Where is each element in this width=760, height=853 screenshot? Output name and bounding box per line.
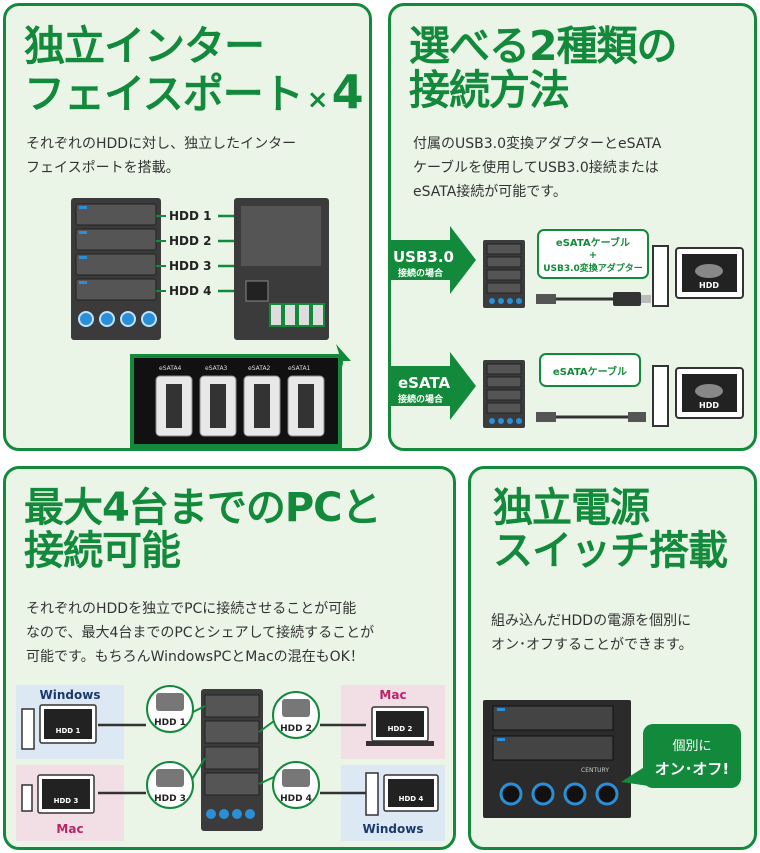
power-buttons <box>78 311 157 327</box>
mac-box-top-label: Mac <box>379 688 406 702</box>
panel2-desc-line2: ケーブルを使用してUSB3.0接続または <box>413 160 659 176</box>
esata-cable-bubble <box>539 353 641 387</box>
hdd-circle-1: HDD 1 <box>146 685 194 733</box>
windows-bottom-screen-label: HDD 4 <box>399 795 424 803</box>
esata-monitor-hdd-label: HDD <box>699 401 719 410</box>
esata-port-label-2: eSATA2 <box>248 365 271 372</box>
mac-pc-bottom: HDD 3 <box>21 774 95 814</box>
panel3-title: 最大4台までのPCと 接続可能 <box>24 485 382 575</box>
panel1-description: それぞれのHDDに対し、独立したインター フェイスポートを搭載。 <box>26 132 296 180</box>
panel1-title-times: × <box>306 85 329 116</box>
panel1-title-num: 4 <box>331 65 364 120</box>
esata-port-slots <box>166 384 314 428</box>
hdd-label-2: HDD 2 <box>169 234 212 248</box>
panel1-desc-line2: フェイスポートを搭載。 <box>26 160 180 176</box>
mac-laptop-top: HDD 2 <box>366 706 434 746</box>
esata-plug-b <box>628 412 646 422</box>
rear-esata-ports <box>269 303 325 327</box>
panel4-title-line2: スイッチ搭載 <box>493 528 728 575</box>
panel4-title-line1: 独立電源 <box>493 485 650 531</box>
usb-monitor-hdd-label: HDD <box>699 281 719 290</box>
hdd-circle-3: HDD 3 <box>146 761 194 809</box>
usb-plug-a <box>536 294 556 304</box>
panel2-title: 選べる2種類の 接続方法 <box>409 22 678 115</box>
hdd-label-3: HDD 3 <box>169 259 212 273</box>
windows-box-bottom-label: Windows <box>363 822 424 836</box>
pc-cables <box>98 723 366 795</box>
hdd-circle-1-label: HDD 1 <box>154 718 186 728</box>
hdd-circle-4: HDD 4 <box>272 761 320 809</box>
panel4-desc-line1: 組み込んだHDDの電源を個別に <box>491 613 692 629</box>
esata-plug-a <box>536 412 556 422</box>
rear-fan-grille <box>241 206 321 266</box>
panel-independent-interface: 独立インター フェイスポート×4 それぞれのHDDに対し、独立したインター フェ… <box>3 3 372 451</box>
panel2-desc-line1: 付属のUSB3.0変換アダプターとeSATA <box>413 136 662 152</box>
panel-power-switch: 独立電源 スイッチ搭載 組み込んだHDDの電源を個別に オン･オフすることができ… <box>468 466 757 850</box>
hdd-label-4: HDD 4 <box>169 284 212 298</box>
hdd-circle-3-label: HDD 3 <box>154 794 186 804</box>
panel4-description: 組み込んだHDDの電源を個別に オン･オフすることができます。 <box>491 609 693 657</box>
drive-bays <box>75 203 157 301</box>
mac-bottom-screen-label: HDD 3 <box>54 797 79 805</box>
hdd-label-1: HDD 1 <box>169 209 212 223</box>
esata-pc-tower <box>652 365 669 427</box>
panel1-title-line2-wrap: フェイスポート×4 <box>24 65 364 120</box>
esata-arrow-sublabel: 接続の場合 <box>398 393 444 405</box>
hdd-circle-2: HDD 2 <box>272 691 320 739</box>
esata-port-label-3: eSATA3 <box>205 365 228 372</box>
esata-port-label-1: eSATA1 <box>288 365 311 372</box>
panel1-title: 独立インター フェイスポート×4 <box>24 22 364 120</box>
bubble-line1: 個別に <box>672 739 711 754</box>
panel3-desc-line3: 可能です。もちろんWindowsPCとMacの混在もOK！ <box>26 649 364 665</box>
esata-port-labels: eSATA4 eSATA3 eSATA2 eSATA1 <box>159 365 311 372</box>
pc-sharing-illustration: Windows Mac Mac Windows HDD 1 HDD 2 HDD … <box>16 685 445 841</box>
windows-top-screen-label: HDD 1 <box>56 727 81 735</box>
panel2-description: 付属のUSB3.0変換アダプターとeSATA ケーブルを使用してUSB3.0接続… <box>413 132 661 204</box>
hdd-label-group: HDD 1 HDD 2 HDD 3 HDD 4 <box>156 209 212 298</box>
panel1-desc-line1: それぞれのHDDに対し、独立したインター <box>26 136 297 152</box>
windows-pc-bottom: HDD 4 <box>365 772 439 816</box>
panel1-title-line2: フェイスポート <box>24 70 304 119</box>
panel4-title: 独立電源 スイッチ搭載 <box>493 485 728 575</box>
panel2-title-line1: 選べる2種類の <box>409 22 678 70</box>
esata-port-label-4: eSATA4 <box>159 365 182 372</box>
windows-box-top-label: Windows <box>40 688 101 702</box>
bubble-line2: オン･オフ! <box>655 760 729 778</box>
panel-connection-methods: 選べる2種類の 接続方法 付属のUSB3.0変換アダプターとeSATA ケーブル… <box>388 3 757 451</box>
panel1-title-line1: 独立インター <box>24 22 265 70</box>
panel3-title-line1: 最大4台までのPCと <box>24 485 382 531</box>
esata-arrow-label: eSATA <box>398 374 450 392</box>
panel3-desc-line2: なので、最大4台までのPCとシェアして接続することが <box>26 625 375 641</box>
usb-arrow-label: USB3.0 <box>393 248 454 266</box>
panel-pc-sharing: 最大4台までのPCと 接続可能 それぞれのHDDを独立でPCに接続させることが可… <box>3 466 456 850</box>
power-inlet <box>245 280 269 302</box>
mac-box-bottom-label: Mac <box>56 822 83 836</box>
panel3-description: それぞれのHDDを独立でPCに接続させることが可能 なので、最大4台までのPCと… <box>26 597 374 669</box>
panel2-desc-line3: eSATA接続が可能です。 <box>413 184 567 200</box>
enclosure-interface-illustration: HDD 1 HDD 2 HDD 3 HDD 4 eSATA4 eSATA3 <box>71 198 351 448</box>
panel3-title-line2: 接続可能 <box>24 528 181 575</box>
individual-on-off-bubble <box>643 724 741 788</box>
hdd-circle-2-label: HDD 2 <box>280 724 312 734</box>
connection-methods-illustration: USB3.0 接続の場合 eSATAケーブル + USB3.0変換アダプター H… <box>391 226 744 428</box>
esata-bubble-text: eSATAケーブル <box>553 365 627 378</box>
power-switch-buttons <box>499 782 619 806</box>
usb-arrow <box>391 226 476 294</box>
hdd-circle-4-label: HDD 4 <box>280 794 312 804</box>
brand-text: CENTURY <box>581 767 609 774</box>
usb-adapter <box>613 292 641 306</box>
windows-pc-top: HDD 1 <box>21 704 97 750</box>
usb-bubble-line1: eSATAケーブル <box>556 236 630 249</box>
mac-top-screen-label: HDD 2 <box>388 725 413 733</box>
usb-bubble-line2: + <box>589 250 597 261</box>
usb-pc-tower <box>652 245 669 307</box>
panel3-desc-line1: それぞれのHDDを独立でPCに接続させることが可能 <box>26 601 357 617</box>
usb-arrow-sublabel: 接続の場合 <box>398 267 444 279</box>
usb-cable-bubble <box>537 229 649 279</box>
usb-bubble-line3: USB3.0変換アダプター <box>543 262 643 274</box>
panel4-desc-line2: オン･オフすることができます。 <box>491 637 693 653</box>
panel2-title-line2: 接続方法 <box>409 66 570 115</box>
esata-arrow <box>391 352 476 420</box>
power-switch-illustration: CENTURY 個別に オン･オフ! <box>483 700 741 818</box>
